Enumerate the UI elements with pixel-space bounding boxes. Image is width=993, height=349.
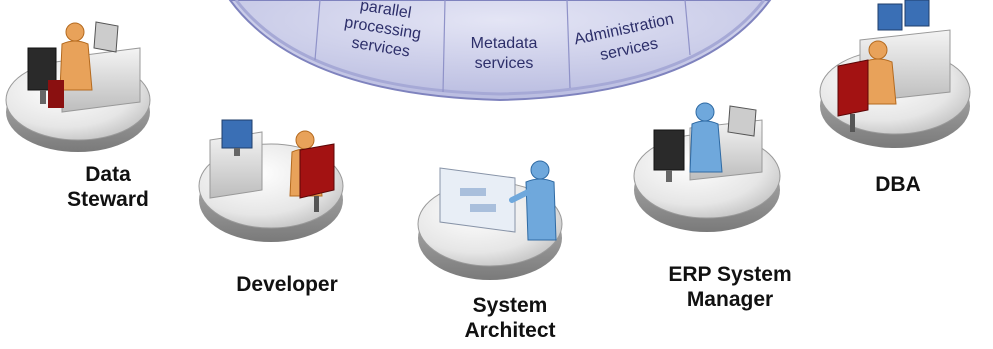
- role-label-data-steward: Data Steward: [58, 162, 158, 212]
- role-label-line: Steward: [67, 188, 149, 211]
- system-architect-icon: [417, 160, 563, 280]
- services-wheel: [228, 0, 772, 102]
- developer-workstation-icon: [198, 119, 344, 242]
- role-label-line: DBA: [875, 173, 921, 196]
- wheel-text: services: [475, 55, 534, 72]
- erp-manager-workstation-icon: [633, 102, 781, 232]
- role-label-line: ERP System: [668, 263, 792, 286]
- data-steward-workstation-icon: [5, 21, 151, 152]
- role-label-line: Developer: [236, 273, 338, 296]
- role-label-line: Manager: [686, 288, 774, 311]
- role-label-line: System: [472, 294, 548, 317]
- role-label-system-architect: System Architect: [440, 293, 580, 343]
- role-label-line: Architect: [464, 319, 556, 342]
- wheel-text: Metadata: [471, 35, 538, 52]
- role-label-erp-system-manager: ERP System Manager: [650, 262, 810, 312]
- role-label-developer: Developer: [212, 272, 362, 297]
- wheel-segment-metadata: Metadata services: [471, 35, 538, 72]
- role-label-dba: DBA: [848, 172, 948, 197]
- role-label-line: Data: [85, 163, 131, 186]
- dba-workstation-icon: [819, 0, 971, 148]
